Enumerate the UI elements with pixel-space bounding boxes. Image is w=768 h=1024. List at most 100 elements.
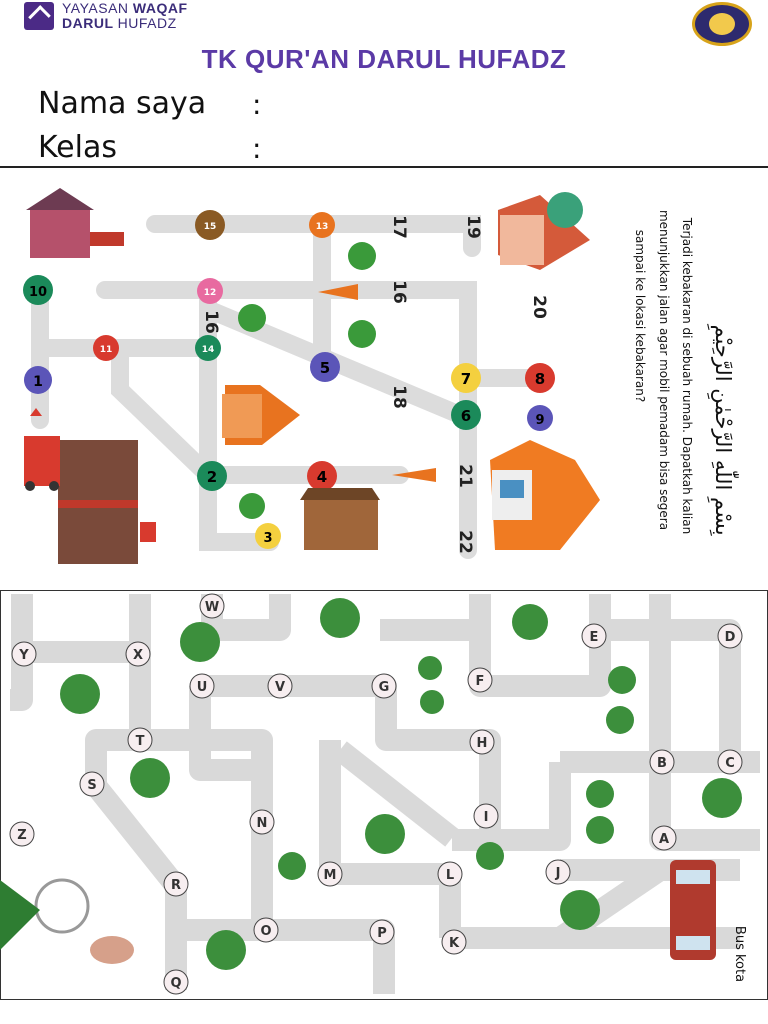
number-label: 21 [455,464,475,488]
number-marker: 5 [310,352,340,382]
house-icon [222,385,300,445]
foundation-name-line2: DARUL HUFADZ [62,15,177,31]
letter-marker: U [189,673,215,699]
number-marker: 8 [525,363,555,393]
number-label: 16 [389,280,409,304]
letter-marker: F [467,667,493,693]
traffic-cone-icon [318,284,436,482]
name-colon: : [252,88,262,121]
number-label: 16 [201,310,221,334]
svg-text:6: 6 [461,407,471,425]
number-marker: 4 [307,461,337,491]
number-label: 17 [389,215,409,239]
number-label: 18 [389,385,409,409]
house-icon [498,192,590,270]
bus-label: Bus kota [732,926,747,982]
svg-text:J: J [555,866,561,881]
hot-air-balloon-icon [90,936,134,964]
letter-marker: J [545,859,571,885]
svg-text:U: U [197,680,208,695]
letter-marker: R [163,871,189,897]
number-marker: 13 [309,212,335,238]
svg-text:Y: Y [18,648,29,663]
number-marker: 1 [24,366,52,394]
svg-text:4: 4 [317,468,327,486]
letter-marker: T [127,727,153,753]
svg-text:Q: Q [170,976,181,991]
letter-maze: A B C D E F G H I J K L M N O P Q R S T … [0,590,768,1000]
class-label: Kelas [38,130,117,165]
fire-truck-icon [24,436,60,491]
letter-marker: K [441,929,467,955]
svg-text:13: 13 [316,222,329,232]
letter-marker: Q [163,969,189,995]
tree-icon [60,598,742,970]
bus-icon [670,860,716,960]
svg-text:7: 7 [461,370,471,388]
svg-text:O: O [260,924,271,939]
number-label: 20 [529,295,549,319]
svg-text:11: 11 [100,345,113,355]
letter-marker: N [249,809,275,835]
number-label: 19 [463,215,483,239]
svg-text:W: W [205,600,219,615]
svg-text:S: S [87,778,96,793]
svg-text:M: M [324,868,337,883]
svg-text:12: 12 [204,288,217,298]
svg-text:X: X [133,648,143,663]
svg-text:10: 10 [29,285,47,300]
ferris-wheel-icon [0,878,90,950]
svg-text:V: V [275,680,285,695]
instruction-line1: Terjadi kebakaran di sebuah rumah. Dapat… [680,217,694,534]
svg-text:L: L [446,868,454,883]
instruction-line3: sampai ke lokasi kebakaran? [633,230,647,403]
letter-marker: B [649,749,675,775]
divider [0,166,768,168]
letter-marker: E [581,623,607,649]
foundation-logo-icon [24,2,54,30]
svg-text:3: 3 [263,531,272,546]
svg-text:5: 5 [320,359,330,377]
tree-icon [238,242,376,519]
page-title: TK QUR'AN DARUL HUFADZ [201,44,567,74]
svg-text:9: 9 [535,413,544,428]
letter-marker: S [79,771,105,797]
svg-text:2: 2 [207,468,217,486]
svg-text:1: 1 [33,374,43,390]
number-marker: 14 [195,335,221,361]
svg-text:D: D [725,630,736,645]
letter-marker: M [317,861,343,887]
svg-text:A: A [659,832,669,847]
svg-text:R: R [171,878,181,893]
svg-text:C: C [725,756,735,771]
svg-text:F: F [476,674,485,689]
letter-marker: H [469,729,495,755]
svg-text:E: E [590,630,599,645]
svg-text:14: 14 [202,345,215,355]
letter-marker: Z [9,821,35,847]
house-icon [300,488,380,550]
number-marker: 9 [527,405,553,431]
arrow-up-icon [30,408,42,416]
svg-text:15: 15 [204,222,217,232]
number-marker: 7 [451,363,481,393]
basmalah: بِسْمِ اللّٰهِ الرَّحْمٰنِ الرَّحِيْمِ [707,324,740,537]
house-icon [26,188,124,258]
svg-text:Z: Z [17,828,26,843]
foundation-name-line1: YAYASAN WAQAF [62,0,188,16]
number-marker: 10 [23,275,53,305]
letter-marker: P [369,919,395,945]
instruction-line2: menunjukkan jalan agar mobil pemadam bis… [657,210,671,530]
school-badge-icon [692,2,752,46]
number-marker: 12 [197,278,223,304]
svg-text:H: H [477,736,488,751]
class-colon: : [252,132,262,165]
svg-text:K: K [449,936,460,951]
svg-text:G: G [379,680,390,695]
burning-house-icon [490,440,600,550]
maze2-roads [10,594,760,994]
letter-marker: W [199,593,225,619]
svg-text:8: 8 [535,370,545,388]
letter-marker: I [473,803,499,829]
number-marker: 6 [451,400,481,430]
